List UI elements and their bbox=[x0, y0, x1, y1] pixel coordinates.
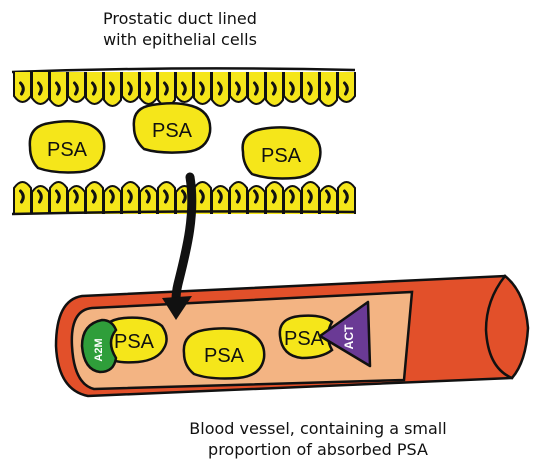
cell-nucleus bbox=[19, 81, 25, 96]
psa-molecule-duct-1: PSA bbox=[28, 120, 106, 174]
cell-nucleus bbox=[163, 189, 169, 204]
cell-nucleus bbox=[181, 81, 187, 96]
caption-line: Blood vessel, containing a small bbox=[189, 419, 447, 438]
psa-molecule-free: PSA bbox=[182, 327, 266, 380]
cell-nucleus bbox=[127, 81, 133, 96]
cell-nucleus bbox=[199, 81, 205, 96]
cell-nucleus bbox=[91, 189, 97, 204]
psa-label: PSA bbox=[47, 139, 88, 161]
caption-line: proportion of absorbed PSA bbox=[208, 440, 428, 459]
cell-nucleus bbox=[145, 81, 151, 96]
psa-label: PSA bbox=[152, 120, 193, 142]
act-label: ACT bbox=[342, 324, 356, 349]
cell-nucleus bbox=[217, 81, 223, 96]
psa-label: PSA bbox=[284, 328, 325, 350]
cell-nucleus bbox=[289, 81, 295, 96]
a2m-psa-complex: PSA A2M bbox=[80, 316, 168, 374]
cell-nucleus bbox=[91, 81, 97, 96]
cell-nucleus bbox=[109, 189, 115, 204]
cell-nucleus bbox=[55, 189, 61, 204]
act-molecule bbox=[318, 300, 372, 368]
psa-label: PSA bbox=[114, 331, 155, 353]
a2m-molecule bbox=[80, 318, 118, 374]
duct-basement-line bbox=[11, 67, 356, 74]
cell-nucleus bbox=[343, 189, 349, 204]
cell-nucleus bbox=[325, 81, 331, 96]
cell-nucleus bbox=[289, 189, 295, 204]
cell-nucleus bbox=[55, 81, 61, 96]
caption-line: Prostatic duct lined bbox=[103, 9, 257, 28]
cell-nucleus bbox=[307, 189, 313, 204]
cell-nucleus bbox=[127, 189, 133, 204]
cell-nucleus bbox=[271, 81, 277, 96]
cell-nucleus bbox=[307, 81, 313, 96]
cell-nucleus bbox=[145, 189, 151, 204]
epithelial-layer-top bbox=[11, 67, 356, 107]
absorption-arrow bbox=[162, 172, 197, 320]
caption-line: with epithelial cells bbox=[103, 30, 257, 49]
epithelial-layer-bottom bbox=[11, 181, 356, 216]
psa-label: PSA bbox=[204, 345, 245, 367]
cell-nucleus bbox=[37, 189, 43, 204]
blood-vessel-caption: Blood vessel, containing a small proport… bbox=[168, 418, 468, 460]
cell-nucleus bbox=[163, 81, 169, 96]
cell-nucleus bbox=[37, 81, 43, 96]
cell-nucleus bbox=[109, 81, 115, 96]
cell-nucleus bbox=[253, 81, 259, 96]
cell-nucleus bbox=[235, 189, 241, 204]
cell-nucleus bbox=[325, 189, 331, 204]
cell-nucleus bbox=[253, 189, 259, 204]
cell-nucleus bbox=[73, 189, 79, 204]
a2m-label: A2M bbox=[93, 338, 105, 361]
prostatic-duct-caption: Prostatic duct lined with epithelial cel… bbox=[60, 8, 300, 50]
cell-nucleus bbox=[181, 189, 187, 204]
duct-basement-line bbox=[11, 210, 356, 216]
act-psa-complex: PSA ACT bbox=[278, 300, 372, 368]
cell-nucleus bbox=[199, 189, 205, 204]
psa-molecule-duct-3: PSA bbox=[241, 126, 322, 180]
cell-nucleus bbox=[235, 81, 241, 96]
psa-label: PSA bbox=[261, 145, 302, 167]
psa-molecule-duct-2: PSA bbox=[132, 102, 212, 154]
cell-nucleus bbox=[343, 81, 349, 96]
cell-nucleus bbox=[19, 189, 25, 204]
cell-nucleus bbox=[271, 189, 277, 204]
cell-nucleus bbox=[73, 81, 79, 96]
cell-nucleus bbox=[217, 189, 223, 204]
vessel-end bbox=[484, 274, 530, 380]
